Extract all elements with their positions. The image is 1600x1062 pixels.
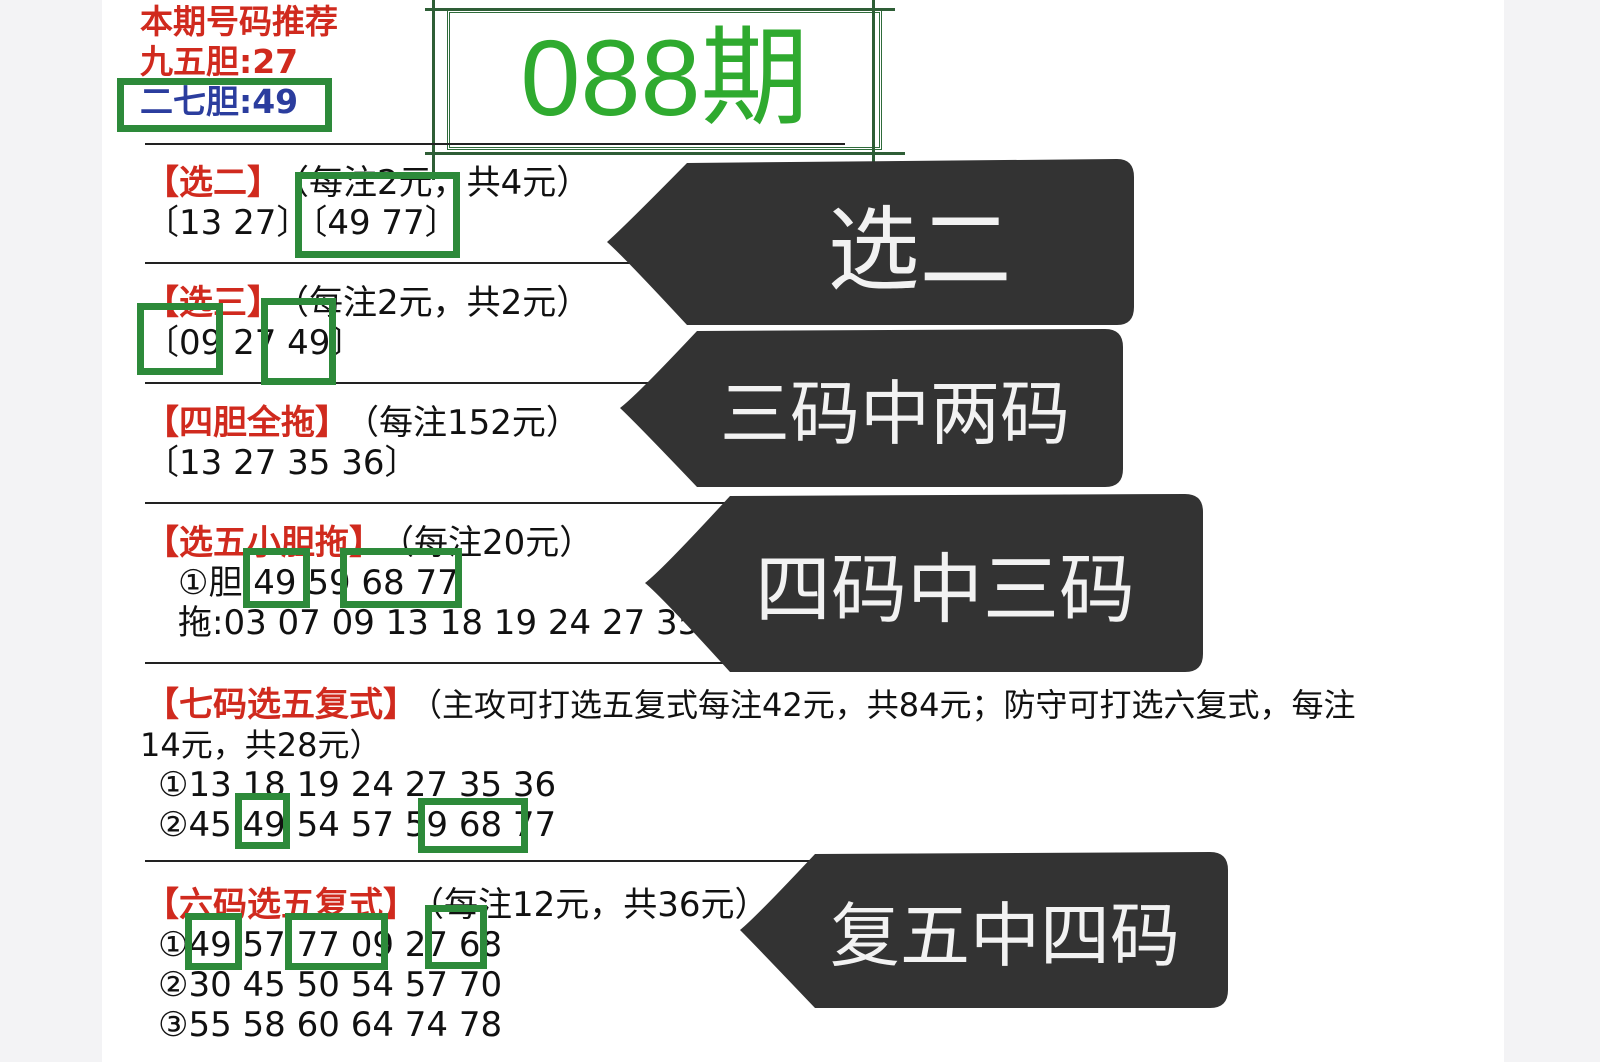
separator [145, 382, 845, 384]
seven-title: 【七码选五复式】 [145, 685, 417, 725]
badge-label: 复五中四码 [830, 894, 1180, 977]
highlight-box [425, 905, 487, 969]
badge-three-two: 三码中两码 [615, 327, 1123, 489]
six-line1: ①49 57 77 09 27 68 [158, 925, 503, 965]
pick5-note: （每注20元） [380, 523, 594, 563]
highlight-box [243, 548, 310, 608]
four-dan-title: 【四胆全拖】 [145, 403, 349, 443]
six-line2: ②30 45 50 54 57 70 [158, 965, 503, 1005]
pick5-tuo: 拖:03 07 09 13 18 19 24 27 35 36 [178, 603, 754, 643]
separator [145, 143, 845, 145]
badge-label: 选二 [827, 196, 1012, 304]
highlight-box [418, 798, 528, 853]
frame-line [872, 0, 875, 180]
badge-label: 三码中两码 [720, 372, 1070, 455]
seven-line2: ②45 49 54 57 59 68 77 [158, 805, 557, 845]
separator [145, 502, 845, 504]
period-frame [447, 10, 882, 150]
highlight-box [235, 793, 290, 849]
six-line3: ③55 58 60 64 74 78 [158, 1005, 503, 1045]
highlight-box [185, 913, 242, 970]
recommend-title: 本期号码推荐 [140, 2, 338, 41]
frame-line [425, 152, 905, 155]
seven-note: （主攻可打选五复式每注42元，共84元；防守可打选六复式，每注 [410, 686, 1356, 724]
highlight-box [117, 78, 332, 132]
separator [145, 262, 845, 264]
frame-line [432, 0, 435, 180]
two-seven-dan: 二七胆:49 [140, 82, 299, 121]
highlight-box [261, 298, 336, 385]
separator [145, 860, 845, 862]
seven-note-cont: 14元，共28元） [140, 726, 382, 764]
pick2-title: 【选二】 [145, 163, 281, 203]
four-dan-note: （每注152元） [345, 403, 580, 443]
four-dan-numbers: 〔13 27 35 36〕 [145, 443, 419, 483]
badge-pick2: 选二 [602, 157, 1134, 327]
badge-four-three: 四码中三码 [640, 492, 1203, 674]
highlight-box [137, 303, 223, 375]
period-number: 088期 [520, 17, 809, 138]
pick5-dan: ①胆 49 59 68 77 [178, 563, 459, 603]
pick2-note: （每注2元，共4元） [275, 163, 591, 203]
pick3-numbers: 〔09 27 49〕 [145, 323, 365, 363]
separator [145, 662, 845, 664]
highlight-box [295, 172, 460, 258]
nine-five-dan: 九五胆:27 [140, 42, 299, 81]
highlight-box [340, 548, 462, 608]
highlight-box [285, 913, 388, 970]
badge-fu-five: 复五中四码 [735, 850, 1228, 1010]
frame-line [425, 8, 895, 11]
badge-label: 四码中三码 [755, 545, 1135, 634]
